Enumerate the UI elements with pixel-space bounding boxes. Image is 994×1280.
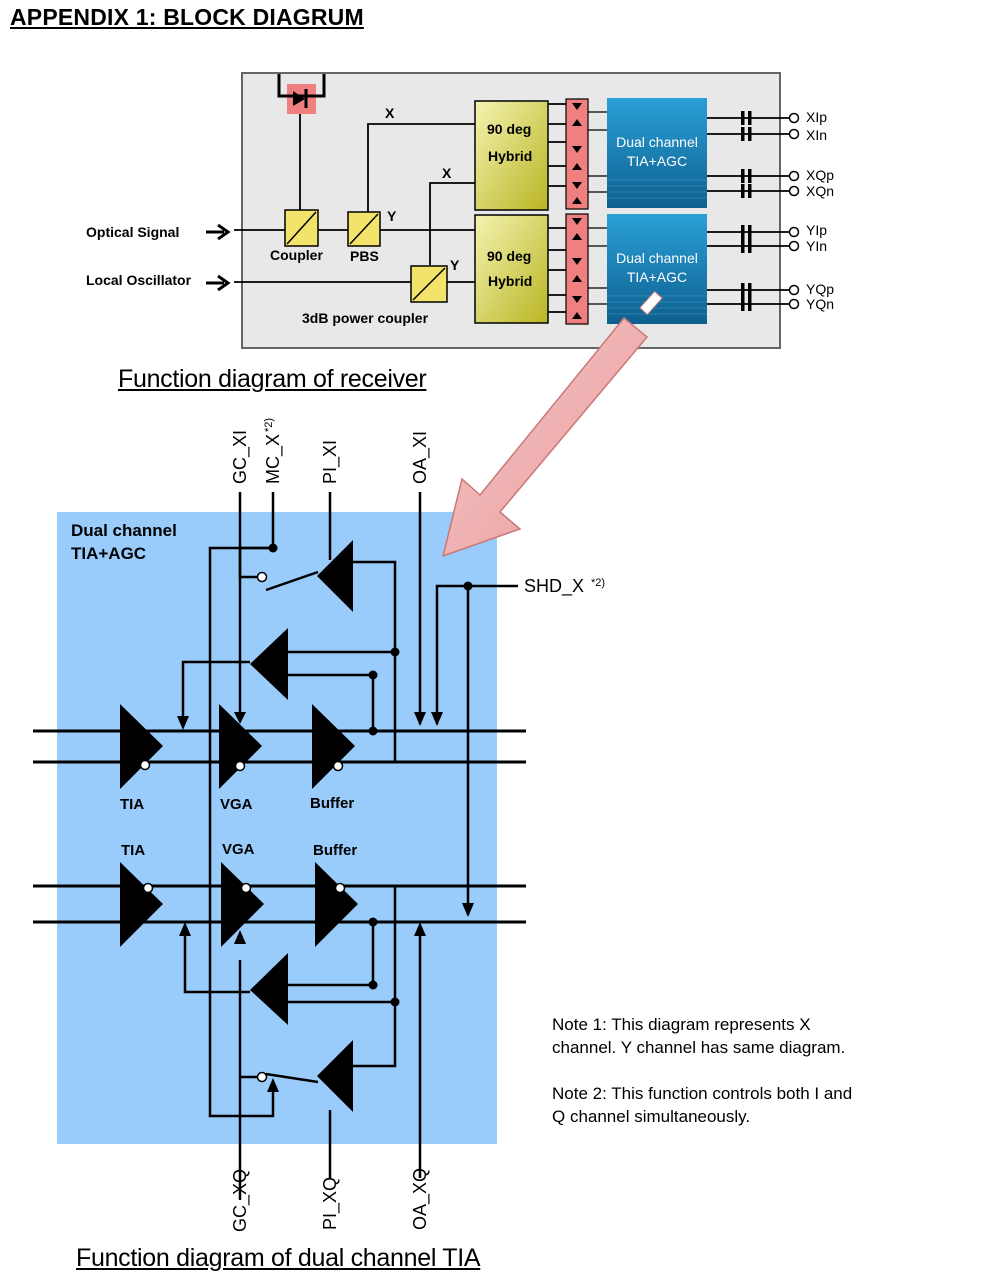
feedback-amp-icon [250, 628, 288, 700]
receiver-diagram: Optical Signal Local Oscillator Coupler … [86, 72, 834, 349]
pin-label: OA_XQ [410, 1168, 431, 1230]
pin-label: OA_XI [410, 431, 431, 484]
tia-detail-box [57, 512, 497, 1144]
tia-block-label: Dual channel [616, 250, 698, 266]
pin-label: GC_XI [230, 430, 251, 484]
zoom-arrow-icon [441, 290, 663, 558]
pin-label: PI_XQ [320, 1177, 341, 1230]
x-label: X [385, 105, 395, 121]
pin-label: MC_X [263, 434, 284, 484]
optical-signal-label: Optical Signal [86, 224, 179, 240]
vga-amp-icon [221, 862, 264, 947]
photodiode-array-icon [565, 98, 607, 325]
note-line: Note 1: This diagram represents X [552, 1015, 811, 1034]
tia-signal-lines [33, 729, 526, 924]
hybrid-x [474, 100, 549, 211]
pbs-icon [347, 211, 381, 247]
tia-block-label: Dual channel [616, 134, 698, 150]
footnote-mark: *2) [263, 418, 275, 432]
tia-label: TIA [121, 842, 145, 859]
amplifier-icons [120, 540, 358, 1112]
feedback-amp-icon [250, 953, 288, 1025]
tia-label: TIA [120, 796, 144, 813]
input-arrow-icon [206, 223, 231, 292]
vga-label: VGA [220, 796, 253, 813]
tia-box-title: Dual channel [71, 521, 177, 540]
buffer-amp-icon [312, 704, 355, 789]
output-pin-label: XIp [806, 109, 827, 125]
output-terminal-icon [788, 112, 800, 310]
output-pin-label: YQn [806, 296, 834, 312]
vga-label: VGA [222, 841, 255, 858]
tia-control-wiring [181, 492, 518, 1200]
monitor-photodiode-icon [277, 74, 326, 114]
pi-amp-icon [317, 540, 353, 612]
y-label: Y [387, 208, 397, 224]
footnote-mark: *2) [591, 577, 605, 589]
output-pin-label: XIn [806, 127, 827, 143]
hybrid-y [474, 214, 549, 324]
output-pin-label: YIn [806, 238, 827, 254]
buffer-label: Buffer [313, 842, 357, 859]
tia-block-label: TIA+AGC [627, 153, 687, 169]
pi-amp-icon [317, 1040, 353, 1112]
output-pin-label: YQp [806, 281, 834, 297]
receiver-caption: Function diagram of receiver [118, 365, 427, 393]
pbs-label: PBS [350, 248, 379, 264]
hybrid-label: Hybrid [488, 148, 532, 164]
tia-caption: Function diagram of dual channel TIA [76, 1244, 481, 1272]
output-pin-label: YIp [806, 222, 827, 238]
junction-dots [268, 543, 473, 1007]
note-1: Note 1: This diagram represents X channe… [552, 1013, 845, 1059]
x-label: X [442, 165, 452, 181]
coupler-icon [284, 209, 319, 247]
note-line: Q channel simultaneously. [552, 1107, 751, 1126]
power-coupler-icon [410, 265, 448, 303]
tia-block-y [607, 214, 707, 324]
hybrid-label: Hybrid [488, 273, 532, 289]
local-oscillator-label: Local Oscillator [86, 272, 192, 288]
output-pin-label: XQn [806, 183, 834, 199]
buffer-amp-icon [315, 862, 358, 947]
note-line: channel. Y channel has same diagram. [552, 1038, 846, 1057]
power-coupler-label: 3dB power coupler [302, 310, 429, 326]
buffer-label: Buffer [310, 795, 354, 812]
output-pin-label: XQp [806, 167, 834, 183]
tia-block-label: TIA+AGC [627, 269, 687, 285]
y-label: Y [450, 257, 460, 273]
note-line: Note 2: This function controls both I an… [552, 1084, 853, 1103]
tia-block-x [607, 98, 707, 208]
tia-amp-icon [120, 704, 163, 789]
note-2: Note 2: This function controls both I an… [552, 1082, 852, 1128]
tia-amp-icon [120, 862, 163, 947]
hybrid-label: 90 deg [487, 121, 531, 137]
vga-amp-icon [219, 704, 262, 789]
hybrid-label: 90 deg [487, 248, 531, 264]
capacitor-icon [741, 111, 752, 311]
coupler-label: Coupler [270, 247, 323, 263]
page-title: APPENDIX 1: BLOCK DIAGRUM [10, 4, 364, 30]
pin-label: GC_XQ [230, 1169, 251, 1232]
tia-box-title: TIA+AGC [71, 544, 146, 563]
pin-label: PI_XI [320, 440, 341, 484]
arrowhead-icons [177, 712, 474, 1092]
shd-label: SHD_X [524, 576, 584, 597]
